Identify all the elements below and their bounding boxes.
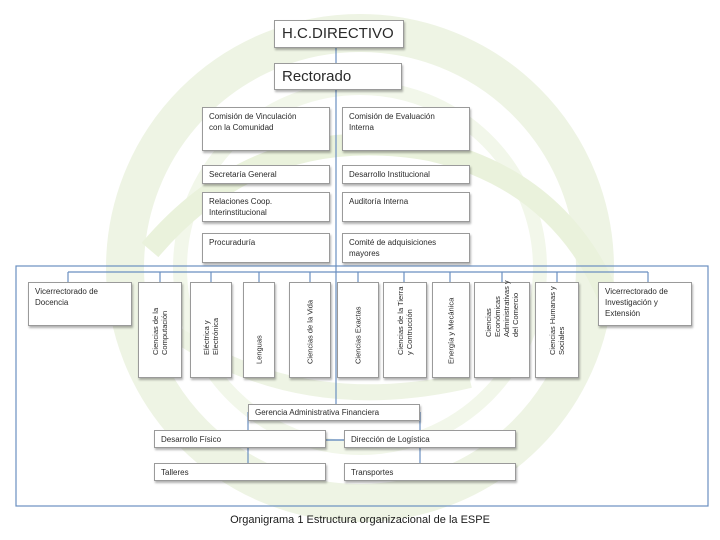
comite-adquisiciones-box: Comité de adquisiciones mayores xyxy=(342,233,470,263)
relaciones-coop-box: Relaciones Coop. Interinstitucional xyxy=(202,192,330,222)
desarrollo-institucional-box: Desarrollo Institucional xyxy=(342,165,470,184)
desarrollo-fisico-box: Desarrollo Físico xyxy=(154,430,326,448)
comision-evaluacion-box: Comisión de Evaluación Interna xyxy=(342,107,470,151)
department-label: Ciencias Humanas y Sociales xyxy=(548,286,566,355)
department-label: Ciencias de la Tierra y Contrucción xyxy=(396,286,414,355)
department-energia-mecanica: Energía y Mecánica xyxy=(432,282,470,378)
transportes-box: Transportes xyxy=(344,463,516,481)
department-lenguas: Lenguas xyxy=(243,282,275,378)
direccion-logistica-box: Dirección de Logística xyxy=(344,430,516,448)
secretaria-general-box: Secretaría General xyxy=(202,165,330,184)
procuraduria-box: Procuraduría xyxy=(202,233,330,263)
department-electrica-electronica: Eléctrica y Electrónica xyxy=(190,282,232,378)
department-label: Ciencias Exactas xyxy=(353,306,363,364)
rectorado-box: Rectorado xyxy=(274,63,402,90)
department-ciencias-humanas: Ciencias Humanas y Sociales xyxy=(535,282,579,378)
department-ciencias-vida: Ciencias de la Vida xyxy=(289,282,331,378)
department-ciencias-computacion: Ciencias de la Computación xyxy=(138,282,182,378)
department-label: Ciencias de la Vida xyxy=(305,299,315,364)
comision-vinculacion-box: Comisión de Vinculación con la Comunidad xyxy=(202,107,330,151)
department-label: Ciencias Económicas Administrativas y de… xyxy=(484,280,520,337)
department-label: Ciencias de la Computación xyxy=(151,307,169,355)
figure-caption: Organigrama 1 Estructura organizacional … xyxy=(230,514,490,526)
hc-directivo-box: H.C.DIRECTIVO xyxy=(274,20,404,48)
department-label: Lenguas xyxy=(254,335,264,364)
department-ciencias-exactas: Ciencias Exactas xyxy=(337,282,379,378)
vicerrectorado-investigacion-box: Vicerrectorado de Investigación y Extens… xyxy=(598,282,692,326)
department-ciencias-economicas: Ciencias Económicas Administrativas y de… xyxy=(474,280,530,378)
gerencia-administrativa-box: Gerencia Administrativa Financiera xyxy=(248,404,420,421)
department-ciencias-tierra: Ciencias de la Tierra y Contrucción xyxy=(383,282,427,378)
department-label: Eléctrica y Electrónica xyxy=(202,317,220,355)
talleres-box: Talleres xyxy=(154,463,326,481)
auditoria-interna-box: Auditoría Interna xyxy=(342,192,470,222)
vicerrectorado-docencia-box: Vicerrectorado de Docencia xyxy=(28,282,132,326)
department-label: Energía y Mecánica xyxy=(446,297,456,364)
